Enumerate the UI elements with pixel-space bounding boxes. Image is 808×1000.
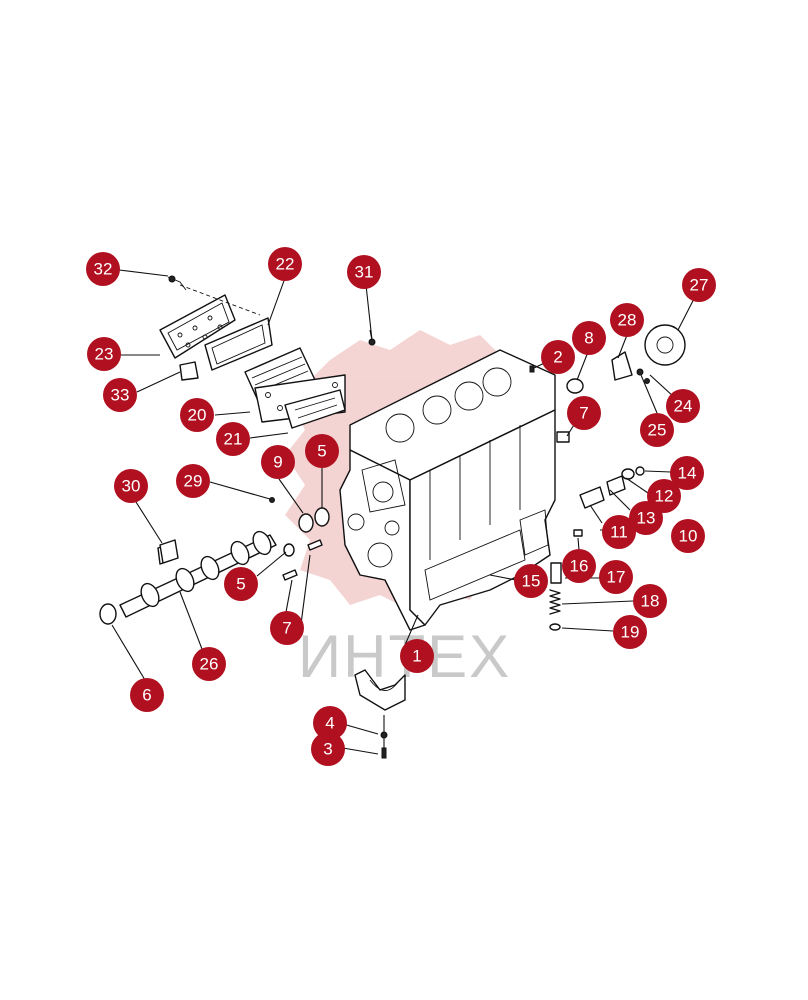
callout-17: 17 [599, 560, 633, 594]
callout-2: 2 [541, 340, 575, 374]
svg-text:1: 1 [412, 647, 421, 666]
svg-text:8: 8 [584, 329, 593, 348]
svg-text:10: 10 [679, 527, 698, 546]
callout-9: 9 [261, 445, 295, 479]
callout-14: 14 [670, 456, 704, 490]
svg-text:31: 31 [355, 263, 374, 282]
front-right-parts [529, 324, 686, 443]
svg-text:22: 22 [276, 255, 295, 274]
svg-text:7: 7 [282, 619, 291, 638]
cam-plug [99, 603, 117, 625]
callout-13: 13 [629, 501, 663, 535]
svg-text:24: 24 [674, 397, 693, 416]
callout-28: 28 [610, 303, 644, 337]
svg-text:23: 23 [95, 345, 114, 364]
svg-text:3: 3 [323, 740, 332, 759]
svg-text:4: 4 [325, 714, 334, 733]
front-bushings [269, 497, 330, 581]
svg-text:26: 26 [200, 655, 219, 674]
svg-text:25: 25 [648, 421, 667, 440]
sleeve-30 [159, 539, 179, 564]
callout-27: 27 [682, 268, 716, 302]
callout-24: 24 [666, 389, 700, 423]
callout-32: 32 [86, 252, 120, 286]
callout-4: 4 [313, 706, 347, 740]
callout-33: 33 [103, 378, 137, 412]
svg-text:5: 5 [317, 442, 326, 461]
callout-31: 31 [347, 255, 381, 289]
svg-text:2: 2 [553, 348, 562, 367]
callout-21: 21 [216, 422, 250, 456]
svg-text:29: 29 [184, 472, 203, 491]
callout-5b: 5 [224, 567, 258, 601]
svg-text:5: 5 [236, 575, 245, 594]
svg-text:30: 30 [122, 477, 141, 496]
svg-text:16: 16 [570, 557, 589, 576]
callout-25: 25 [640, 413, 674, 447]
svg-text:7: 7 [579, 404, 588, 423]
callout-markers: 32 22 31 27 23 28 8 2 33 20 24 7 21 25 9… [86, 247, 716, 766]
callout-19: 19 [613, 615, 647, 649]
callout-7a: 7 [567, 396, 601, 430]
callout-23: 23 [87, 337, 121, 371]
callout-8: 8 [572, 321, 606, 355]
svg-text:15: 15 [522, 572, 541, 591]
svg-text:14: 14 [678, 464, 697, 483]
callout-10: 10 [671, 519, 705, 553]
svg-text:28: 28 [618, 311, 637, 330]
callout-16: 16 [562, 549, 596, 583]
callout-1: 1 [400, 639, 434, 673]
callout-3: 3 [311, 732, 345, 766]
callout-11: 11 [602, 515, 636, 549]
svg-text:21: 21 [224, 430, 243, 449]
svg-text:6: 6 [142, 686, 151, 705]
svg-text:13: 13 [637, 509, 656, 528]
callout-15: 15 [514, 564, 548, 598]
callout-30: 30 [114, 469, 148, 503]
callout-7b: 7 [270, 611, 304, 645]
svg-text:33: 33 [111, 386, 130, 405]
camshaft [119, 530, 277, 618]
svg-text:27: 27 [690, 276, 709, 295]
svg-text:12: 12 [655, 487, 674, 506]
svg-text:11: 11 [610, 523, 628, 542]
svg-text:20: 20 [188, 406, 207, 425]
callout-5a: 5 [305, 434, 339, 468]
side-cover-assembly [159, 275, 346, 429]
bearing-cap [354, 669, 406, 759]
svg-text:17: 17 [607, 568, 626, 587]
svg-text:9: 9 [273, 453, 282, 472]
callout-20: 20 [180, 398, 214, 432]
plunger-parts [549, 466, 645, 631]
svg-text:18: 18 [641, 592, 660, 611]
svg-text:19: 19 [621, 623, 640, 642]
callout-26: 26 [192, 647, 226, 681]
callout-18: 18 [633, 584, 667, 618]
svg-text:32: 32 [94, 260, 113, 279]
callout-6: 6 [130, 678, 164, 712]
callout-22: 22 [268, 247, 302, 281]
callout-29: 29 [176, 464, 210, 498]
